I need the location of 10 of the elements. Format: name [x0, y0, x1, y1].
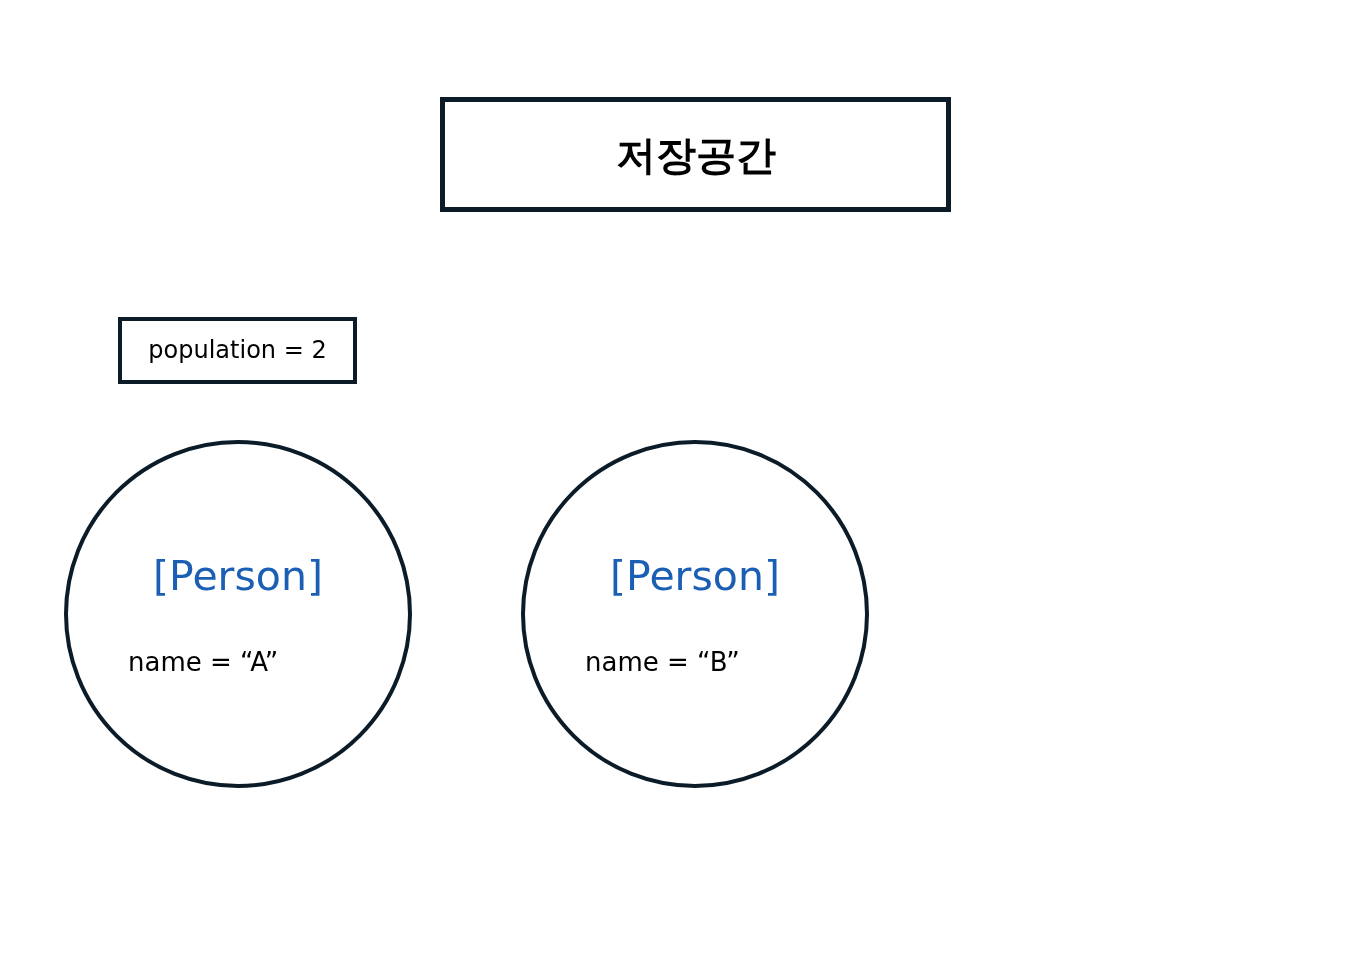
class-label: [Person]: [153, 553, 323, 601]
heading-text: 저장공간: [615, 131, 776, 178]
object-circle: [64, 440, 412, 788]
class-label: [Person]: [610, 553, 780, 601]
variable-box: [118, 317, 357, 384]
object-circle: [521, 440, 869, 788]
title-box: [440, 97, 951, 212]
field-text: name = “B”: [585, 647, 740, 678]
variable-text: population = 2: [148, 336, 327, 365]
field-text: name = “A”: [128, 647, 279, 678]
